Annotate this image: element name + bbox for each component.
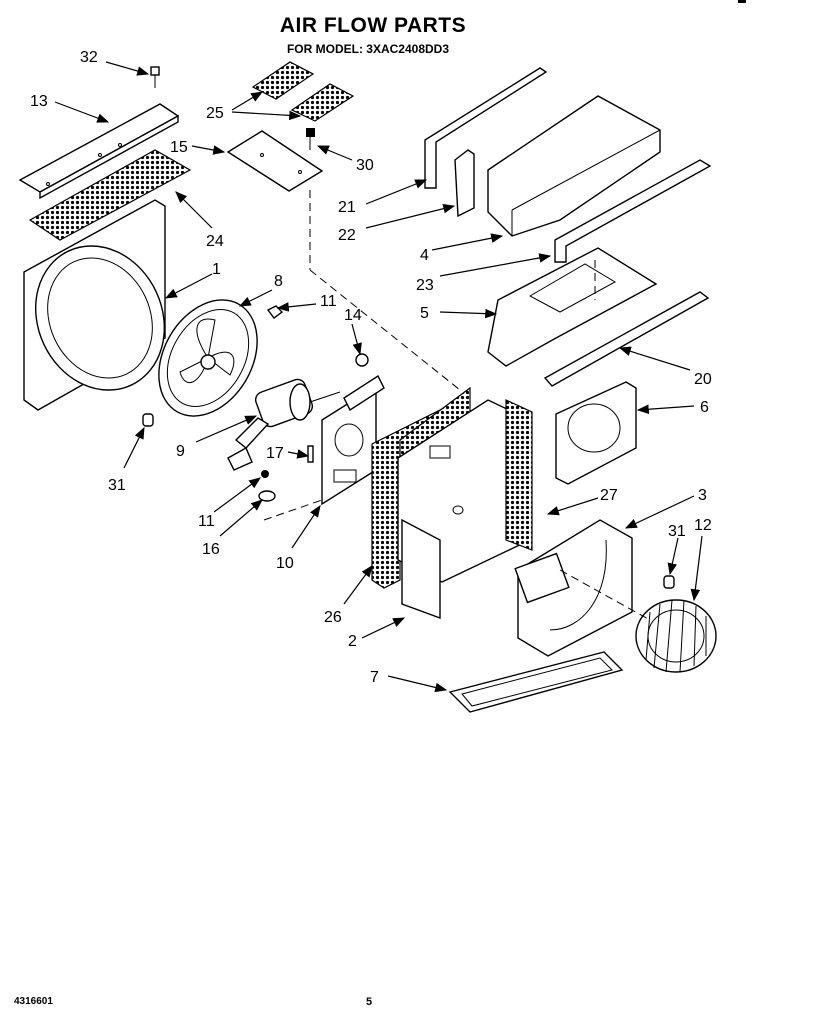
callout-17: 17 bbox=[266, 445, 284, 462]
callout-9: 9 bbox=[176, 443, 185, 460]
part-24-filter bbox=[28, 149, 192, 241]
part-2-plate bbox=[401, 518, 441, 620]
part-10-bracket bbox=[321, 374, 385, 506]
corner-mark bbox=[738, 0, 746, 3]
part-8-fan-blade bbox=[158, 299, 258, 417]
callout-12: 12 bbox=[694, 517, 712, 534]
callout-26: 26 bbox=[324, 609, 342, 626]
part-20-strip bbox=[543, 291, 710, 387]
part-1-front-panel bbox=[23, 199, 166, 411]
callout-6: 6 bbox=[700, 399, 709, 416]
part-15-plate bbox=[226, 130, 324, 192]
callout-1: 1 bbox=[212, 261, 221, 278]
document-number: 4316601 bbox=[14, 996, 53, 1007]
part-4-top-cover bbox=[487, 95, 661, 237]
callout-8: 8 bbox=[274, 273, 283, 290]
callout-22: 22 bbox=[338, 227, 356, 244]
part-31-spring-right bbox=[663, 575, 675, 589]
callout-11-bottom: 11 bbox=[198, 513, 215, 530]
part-17-clip bbox=[307, 445, 314, 463]
model-subtitle: FOR MODEL: 3XAC2408DD3 bbox=[286, 42, 450, 56]
part-9-motor bbox=[227, 378, 341, 471]
part-12-blower-wheel bbox=[635, 599, 717, 673]
page-number: 5 bbox=[366, 996, 373, 1008]
callout-14: 14 bbox=[344, 307, 362, 324]
part-25-filters bbox=[251, 61, 355, 122]
callout-10: 10 bbox=[276, 555, 294, 572]
part-6-bracket bbox=[555, 381, 637, 485]
part-32-screw bbox=[150, 66, 160, 88]
part-14-grommet bbox=[355, 353, 369, 367]
part-16-washer bbox=[258, 490, 276, 502]
page-title: AIR FLOW PARTS bbox=[279, 14, 467, 37]
callout-7: 7 bbox=[370, 669, 379, 686]
callout-5: 5 bbox=[420, 305, 429, 322]
callout-4: 4 bbox=[420, 247, 429, 264]
callout-31-right: 31 bbox=[668, 523, 686, 540]
part-23-strip bbox=[554, 159, 712, 263]
callout-15: 15 bbox=[170, 139, 188, 156]
part-30-screw bbox=[306, 128, 315, 150]
callout-25: 25 bbox=[206, 105, 224, 122]
callout-3: 3 bbox=[698, 487, 707, 504]
part-5-pan bbox=[487, 247, 658, 367]
callout-11-top: 11 bbox=[320, 293, 337, 310]
assembly-lines bbox=[263, 190, 651, 621]
callout-numbers: 32 13 25 15 30 24 21 22 4 1 8 11 14 23 5… bbox=[30, 49, 712, 686]
callout-leaders bbox=[54, 61, 703, 693]
part-11-nut-bottom bbox=[261, 470, 269, 478]
part-22-strip bbox=[454, 149, 475, 218]
callout-24: 24 bbox=[206, 233, 224, 250]
callout-2: 2 bbox=[348, 633, 357, 650]
callout-31-left: 31 bbox=[108, 477, 126, 494]
part-7-gasket bbox=[448, 651, 624, 713]
part-31-spring-left bbox=[142, 413, 154, 427]
callout-16: 16 bbox=[202, 541, 220, 558]
callout-32: 32 bbox=[80, 49, 98, 66]
part-27-side-mesh bbox=[505, 399, 533, 551]
callout-13: 13 bbox=[30, 93, 48, 110]
callout-27: 27 bbox=[600, 487, 618, 504]
callout-21: 21 bbox=[338, 199, 356, 216]
callout-23: 23 bbox=[416, 277, 434, 294]
callout-30: 30 bbox=[356, 157, 374, 174]
part-3-blower-housing bbox=[514, 519, 633, 657]
callout-20: 20 bbox=[694, 371, 712, 388]
part-13-bracket bbox=[18, 103, 180, 200]
